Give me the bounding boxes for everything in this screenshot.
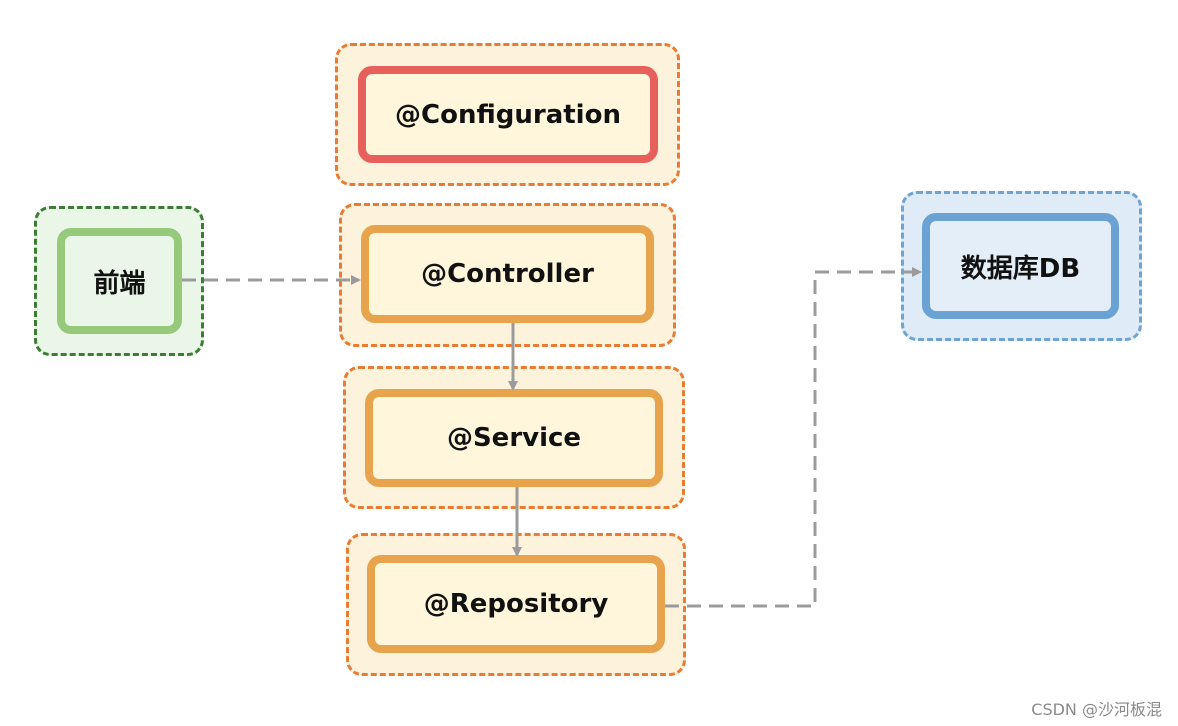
repository-node: @Repository [367, 555, 665, 653]
watermark: CSDN @沙河板混 [1031, 700, 1162, 719]
frontend-node: 前端 [57, 228, 182, 334]
database-node: 数据库DB [922, 213, 1119, 319]
edge-repository-to-database [665, 267, 922, 608]
controller-node: @Controller [361, 225, 654, 323]
service-node: @Service [365, 389, 663, 487]
configuration-node: @Configuration [358, 66, 658, 163]
